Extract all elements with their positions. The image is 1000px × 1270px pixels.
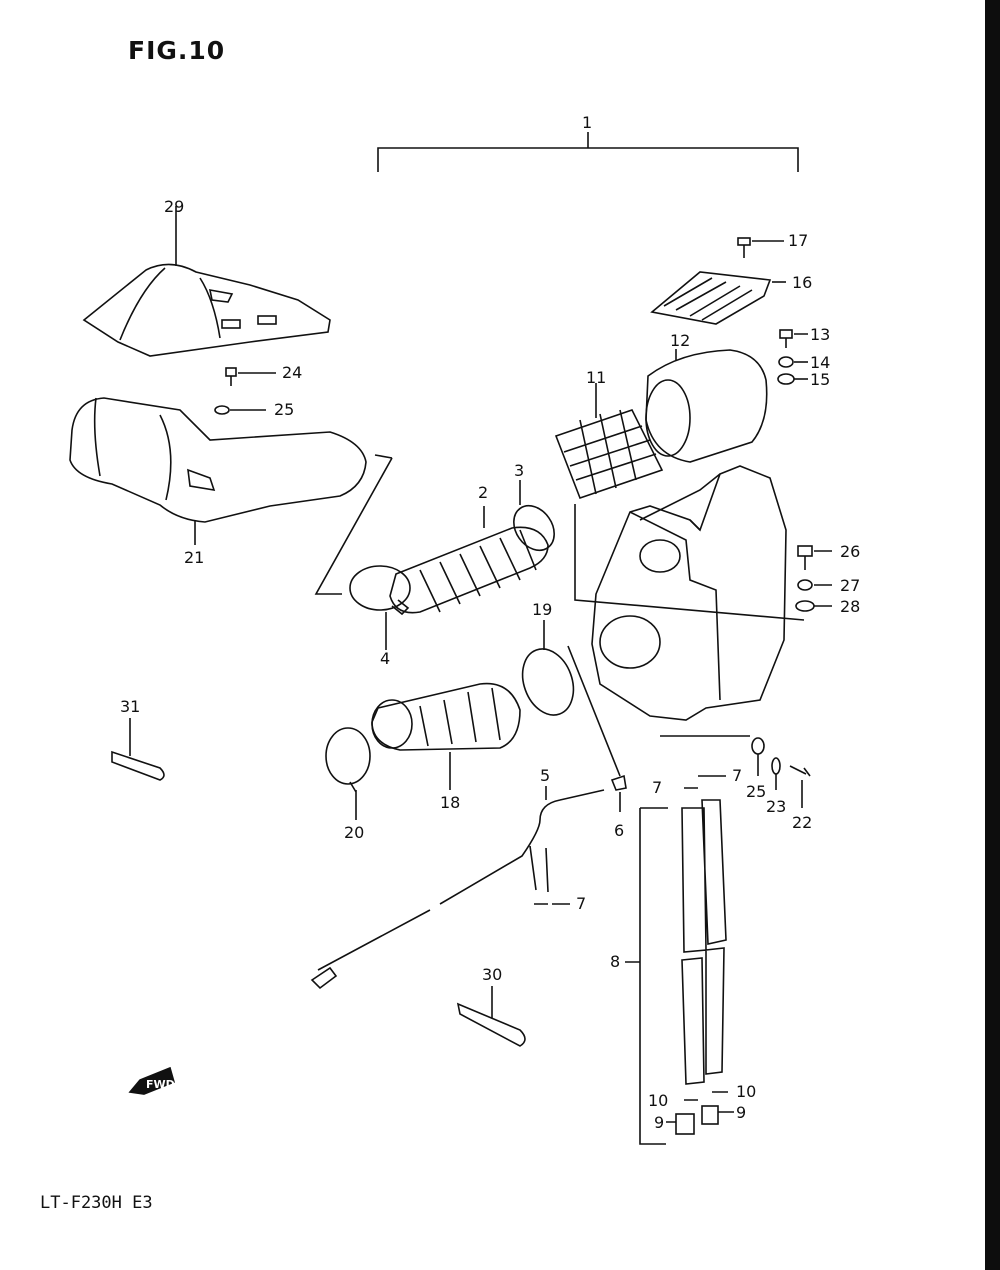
callout-6: 6 (614, 821, 624, 840)
part-11-filter-cage (554, 383, 664, 500)
callout-4: 4 (380, 649, 390, 668)
callout-26: 26 (840, 542, 860, 561)
callout-9-left: 9 (654, 1113, 664, 1132)
part-15-washer (777, 373, 808, 385)
figure-title: FIG.10 (128, 36, 226, 65)
callout-13: 13 (810, 325, 830, 344)
model-label: LT-F230H E3 (40, 1193, 153, 1213)
callout-16: 16 (792, 273, 812, 292)
callout-17: 17 (788, 231, 808, 250)
callout-7-left: 7 (652, 778, 662, 797)
callout-28: 28 (840, 597, 860, 616)
callout-10-left: 10 (648, 1091, 668, 1110)
callout-23: 23 (766, 797, 786, 816)
part-6-clip (610, 774, 627, 812)
callout-18: 18 (440, 793, 460, 812)
callout-20: 20 (344, 823, 364, 842)
part-12-filter-element (645, 349, 768, 463)
part-5-breather-hose (310, 645, 621, 990)
part-8-drain-hoses (625, 799, 727, 1145)
part-16-lid (650, 271, 786, 325)
callout-10-right: 10 (736, 1082, 756, 1101)
part-24-screw (225, 367, 276, 386)
part-27-nut (797, 579, 832, 591)
assembly-bracket (377, 132, 799, 172)
scan-edge (985, 0, 1000, 1270)
part-7-clip (534, 775, 726, 905)
callout-14: 14 (810, 353, 830, 372)
callout-3: 3 (514, 461, 524, 480)
callout-9-right: 9 (736, 1103, 746, 1122)
callout-24: 24 (282, 363, 302, 382)
part-13-bolt (779, 329, 808, 348)
part-20-clamp (325, 727, 371, 820)
callout-7-lower: 7 (576, 894, 586, 913)
callout-labels: 1 2 3 4 5 6 7 7 7 8 9 9 10 10 11 12 13 1… (120, 113, 860, 1132)
part-4-clamp (349, 565, 411, 650)
callout-22: 22 (792, 813, 812, 832)
part-31-bracket (111, 718, 165, 781)
callout-31: 31 (120, 697, 140, 716)
fwd-label: FWD (146, 1078, 175, 1091)
part-29-cover (82, 206, 331, 357)
part-22-bolt (789, 765, 811, 808)
part-18-intake-boot (371, 682, 521, 790)
part-23-washer (771, 757, 781, 790)
part-2-intake-tube (389, 506, 549, 614)
fwd-arrow-icon (128, 1066, 175, 1095)
callout-1: 1 (582, 113, 592, 132)
part-21-air-duct (69, 397, 393, 595)
callout-25-upper: 25 (274, 400, 294, 419)
part-10-clip (684, 1091, 728, 1101)
callout-12: 12 (670, 331, 690, 350)
callout-21: 21 (184, 548, 204, 567)
callout-29: 29 (164, 197, 184, 216)
part-28-washer (795, 600, 832, 612)
callout-2: 2 (478, 483, 488, 502)
callout-30: 30 (482, 965, 502, 984)
callout-15: 15 (810, 370, 830, 389)
callout-5: 5 (540, 766, 550, 785)
part-9-fitting (666, 1105, 734, 1135)
air-box-housing (574, 465, 805, 737)
part-19-clamp (521, 648, 575, 716)
part-14-nut (778, 356, 808, 368)
part-26-bolt (797, 545, 832, 570)
callout-27: 27 (840, 576, 860, 595)
callout-8: 8 (610, 952, 620, 971)
callout-11: 11 (586, 368, 606, 387)
part-25-washer (214, 405, 266, 415)
callout-25-lower: 25 (746, 782, 766, 801)
part-17-screw (737, 237, 784, 258)
callout-19: 19 (532, 600, 552, 619)
part-25-washer-lower (751, 737, 765, 776)
part-3-ring (513, 504, 555, 552)
part-30-bracket (456, 986, 526, 1047)
callout-7-right: 7 (732, 766, 742, 785)
